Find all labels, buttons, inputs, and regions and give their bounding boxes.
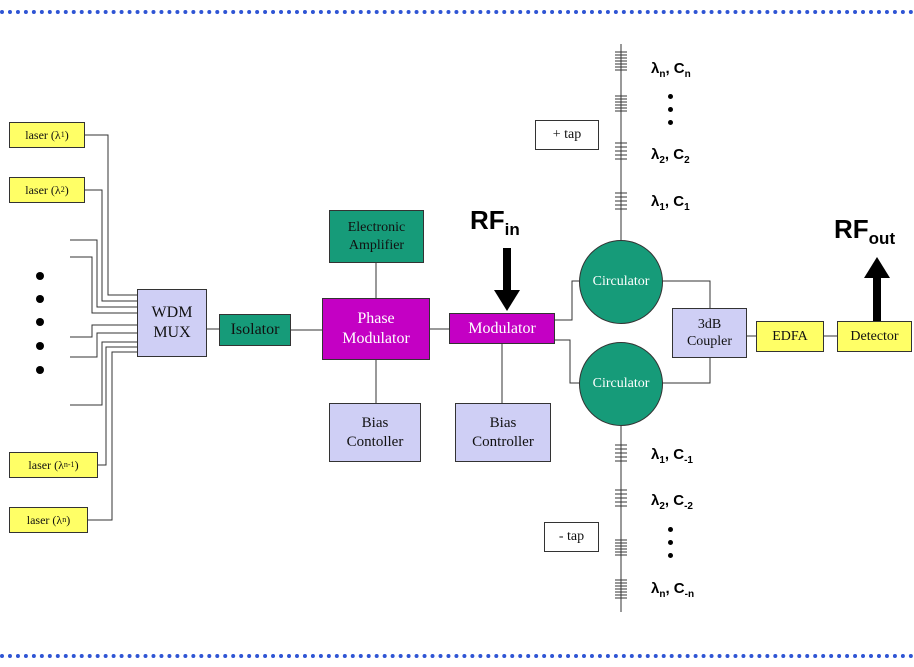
rf-out-arrow bbox=[864, 257, 890, 321]
top-fiber-gratings bbox=[615, 51, 627, 210]
ellipsis-dot bbox=[36, 272, 44, 280]
detector: Detector bbox=[837, 321, 912, 352]
isolator: Isolator bbox=[219, 314, 291, 346]
bottom-dotted-border bbox=[0, 654, 914, 658]
grating-label-top-2: λ2, C2 bbox=[651, 146, 690, 166]
bottom-fiber-gratings bbox=[615, 444, 627, 599]
grating-label-bottom-1: λ1, C-1 bbox=[651, 446, 693, 466]
ellipsis-dot bbox=[668, 540, 673, 545]
plus-tap-label: + tap bbox=[535, 120, 599, 150]
edfa: EDFA bbox=[756, 321, 824, 352]
ellipsis-dot bbox=[36, 366, 44, 374]
grating-label-top-1: λ1, C1 bbox=[651, 193, 690, 213]
ellipsis-dot bbox=[668, 94, 673, 99]
grating-label-bottom-2: λ2, C-2 bbox=[651, 492, 693, 512]
grating-label-top-n: λn, Cn bbox=[651, 60, 691, 80]
ellipsis-dot bbox=[36, 318, 44, 326]
ellipsis-dot bbox=[668, 527, 673, 532]
ellipsis-dot bbox=[36, 295, 44, 303]
rf-in-label: RFin bbox=[470, 205, 520, 240]
rf-in-arrow bbox=[494, 248, 520, 311]
ellipsis-dot bbox=[668, 120, 673, 125]
modulator: Modulator bbox=[449, 313, 555, 344]
ellipsis-dot bbox=[668, 553, 673, 558]
ellipsis-dot bbox=[36, 342, 44, 350]
circulator-bottom: Circulator bbox=[579, 342, 663, 426]
ellipsis-dot bbox=[668, 107, 673, 112]
minus-tap-label: - tap bbox=[544, 522, 599, 552]
rf-out-label: RFout bbox=[834, 214, 896, 249]
grating-label-bottom-n: λn, C-n bbox=[651, 580, 695, 600]
circulator-top: Circulator bbox=[579, 240, 663, 324]
top-dotted-border bbox=[0, 10, 914, 14]
